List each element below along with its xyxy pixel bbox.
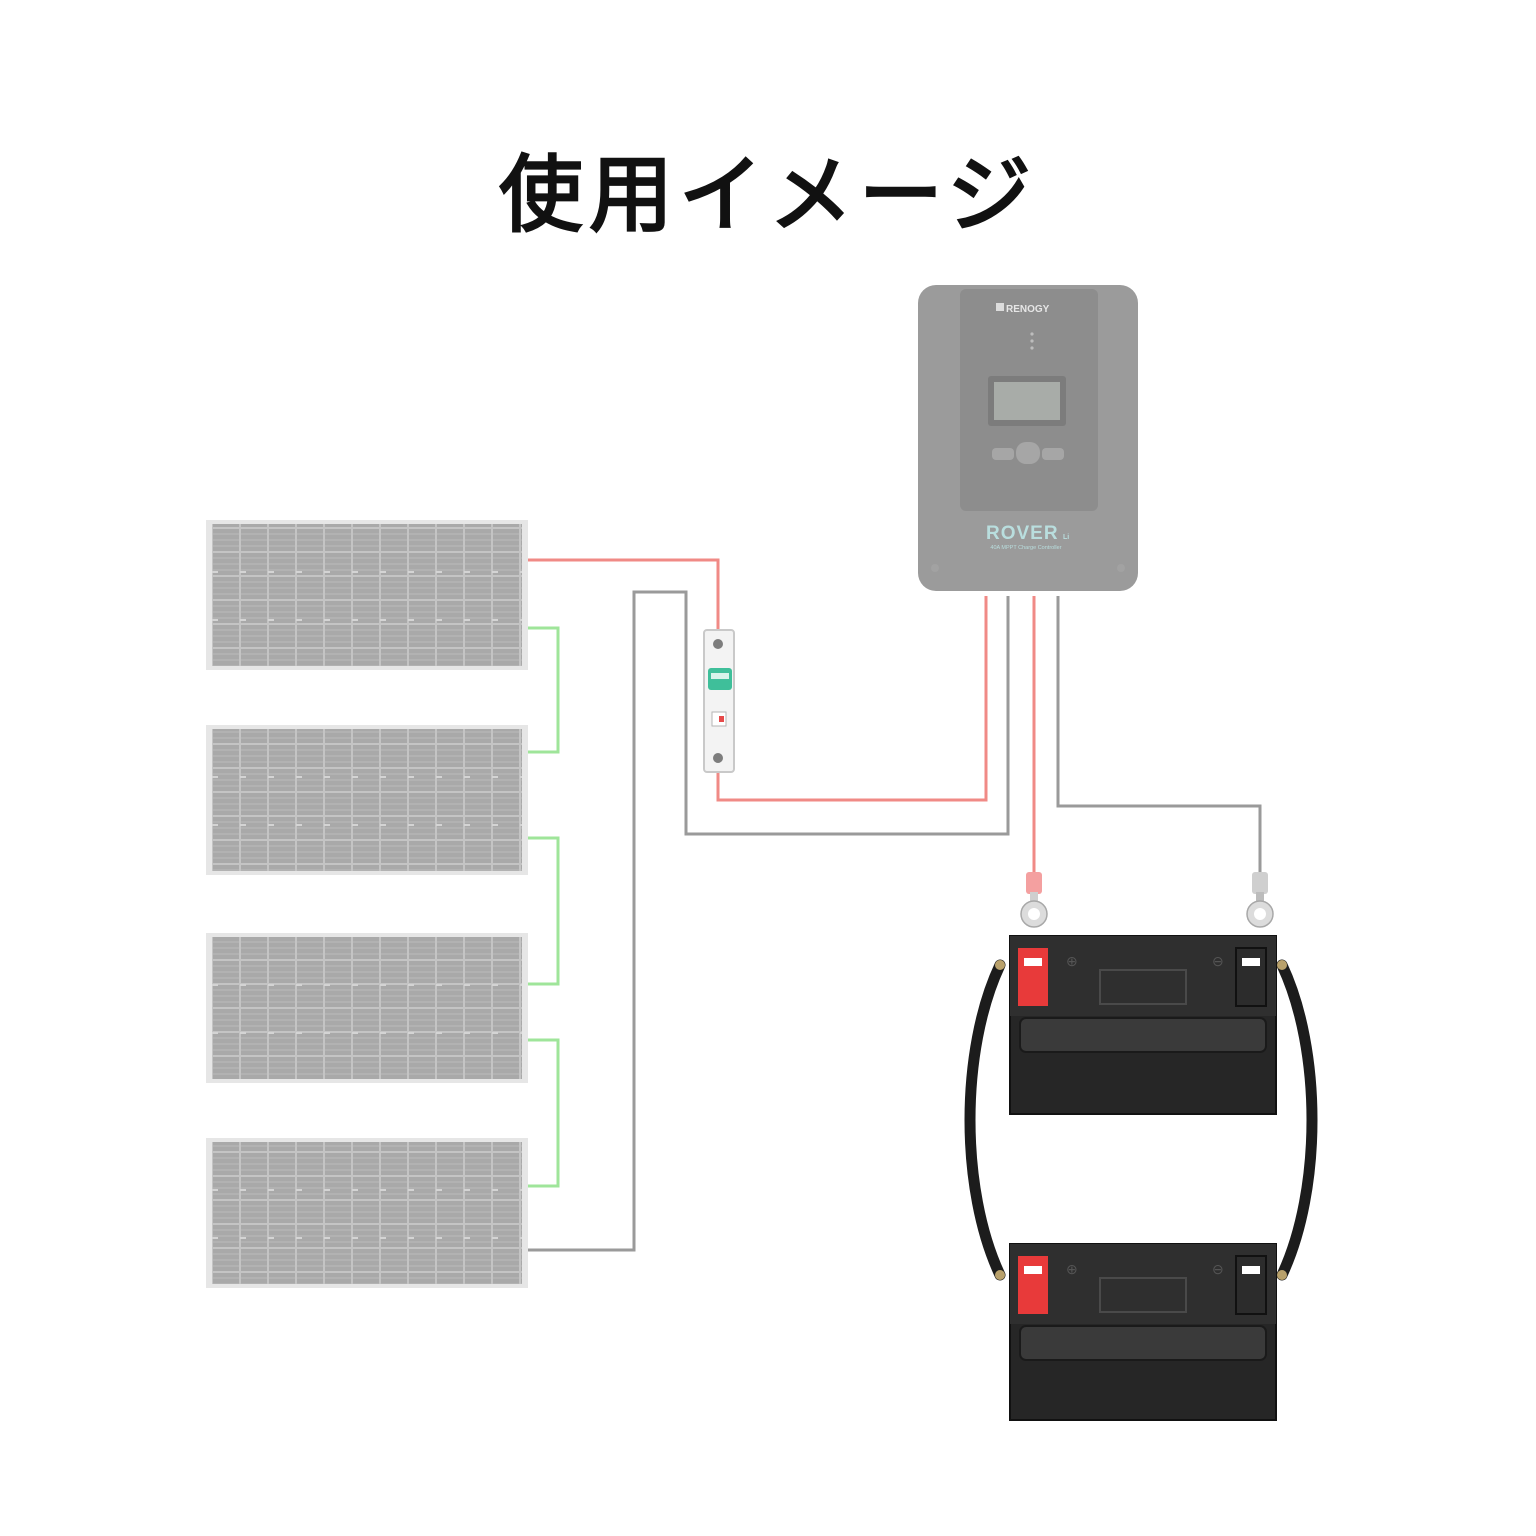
controller-model-suffix: Li bbox=[1063, 534, 1069, 541]
pv-negative-wire bbox=[528, 590, 1010, 1252]
battery-negative-wire bbox=[1056, 596, 1262, 872]
battery-1: ⊕ ⊖ bbox=[1009, 935, 1277, 1115]
battery-2: ⊕ ⊖ bbox=[1009, 1243, 1277, 1421]
renogy-logo-icon bbox=[996, 303, 1004, 311]
svg-text:⊖: ⊖ bbox=[1212, 953, 1224, 969]
pv-positive-to-controller-wire bbox=[716, 596, 988, 802]
series-link-2-3 bbox=[528, 836, 560, 986]
series-link-3-4 bbox=[528, 1038, 560, 1188]
left-interconnect-cable bbox=[964, 959, 1006, 1281]
positive-ring-terminal bbox=[1020, 872, 1048, 928]
svg-text:⊕: ⊕ bbox=[1066, 953, 1078, 969]
controller-lcd-screen bbox=[994, 382, 1060, 420]
svg-text:⊕: ⊕ bbox=[1066, 1261, 1078, 1277]
charge-controller: RENOGY ROVER Li 40A MPPT Charge Controll… bbox=[918, 285, 1138, 591]
controller-nav-button bbox=[1016, 442, 1040, 464]
series-link-1-2 bbox=[528, 626, 560, 754]
controller-model: ROVER bbox=[986, 523, 1059, 544]
controller-subtitle: 40A MPPT Charge Controller bbox=[990, 545, 1061, 551]
positive-terminal bbox=[1018, 948, 1048, 1006]
circuit-breaker bbox=[703, 629, 735, 773]
pv-positive-wire bbox=[528, 558, 720, 636]
right-interconnect-cable bbox=[1276, 959, 1318, 1281]
positive-terminal bbox=[1018, 1256, 1048, 1314]
battery-interconnect-cables bbox=[964, 959, 1318, 1281]
controller-button bbox=[992, 448, 1014, 460]
solar-panel-3 bbox=[206, 933, 528, 1083]
solar-panel-4 bbox=[206, 1138, 528, 1288]
svg-text:⊖: ⊖ bbox=[1212, 1261, 1224, 1277]
series-links bbox=[528, 626, 560, 1188]
solar-panel-2 bbox=[206, 725, 528, 875]
negative-terminal bbox=[1235, 1255, 1267, 1315]
controller-brand: RENOGY bbox=[1006, 304, 1050, 315]
controller-button bbox=[1042, 448, 1064, 460]
page-title: 使用イメージ bbox=[498, 146, 1038, 244]
negative-terminal bbox=[1235, 947, 1267, 1007]
solar-panel-1 bbox=[206, 520, 528, 670]
negative-ring-terminal bbox=[1246, 872, 1274, 928]
